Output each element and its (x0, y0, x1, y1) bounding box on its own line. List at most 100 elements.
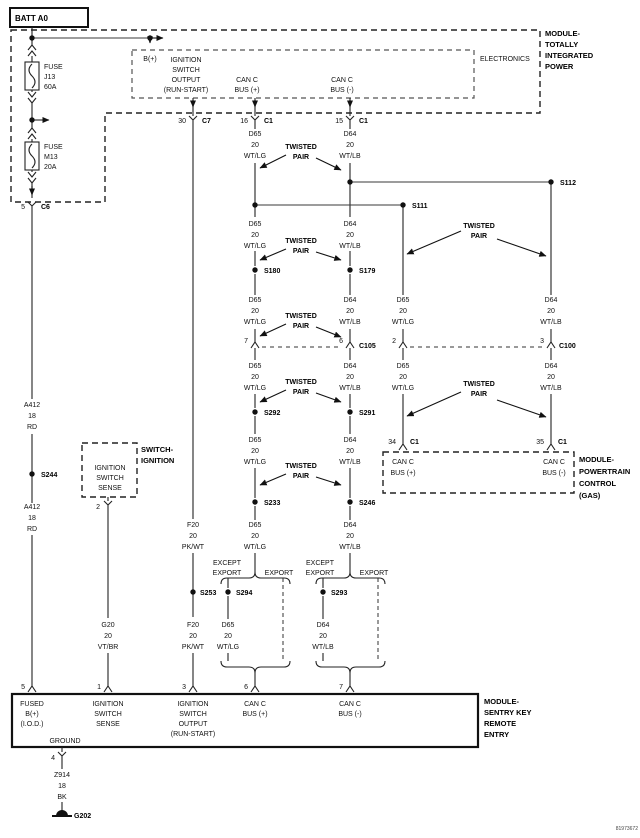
splice-s244-dot (29, 471, 35, 477)
connector-c6-symbol (27, 201, 37, 213)
splice-s233-label: S233 (264, 500, 280, 507)
connector-c1-15-name: C1 (359, 118, 368, 125)
connector-c1-35-symbol (546, 437, 556, 451)
twisted-pair-arrow (259, 248, 287, 261)
diagram-id: 81973672 (616, 826, 638, 832)
skreem-pin1: 1 (97, 684, 101, 691)
splice-s294-dot (225, 589, 231, 595)
ignition-switch-box (81, 442, 138, 498)
twisted-pair-arrow (259, 154, 287, 169)
twisted-pair-arrow (496, 238, 547, 257)
pcm-conn-c1-p: C1 (410, 439, 419, 446)
ground-symbol-icon (56, 810, 68, 816)
connector-c1-15-pin: 15 (335, 118, 343, 125)
connector-c100-pin3: 3 (540, 338, 544, 345)
splice-s111-label: S111 (412, 203, 428, 210)
skreem-module-box (10, 692, 480, 749)
connector-c7-name: C7 (202, 118, 211, 125)
battery-label: BATT A0 (15, 14, 48, 23)
splice-s293-dot (320, 589, 326, 595)
skreem-pin5: 5 (21, 684, 25, 691)
connector-c7-pin: 30 (178, 118, 186, 125)
terminal-chevron-icon (27, 127, 37, 140)
twisted-pair-arrow (496, 399, 547, 418)
twisted-pair-arrow (259, 323, 287, 337)
twisted-pair-arrow (259, 473, 287, 486)
junction-dot (347, 179, 353, 185)
ignition-switch-name: SWITCH-IGNITION (141, 445, 174, 465)
terminal-chevron-icon (27, 171, 37, 184)
connector-c1-16-name: C1 (264, 118, 273, 125)
twisted-pair-arrow (406, 391, 462, 417)
splice-s292-dot (252, 409, 258, 415)
splice-s246-dot (347, 499, 353, 505)
connector-c1-15-symbol (345, 115, 355, 127)
connector-c100-pin3-symbol (546, 341, 556, 349)
skreem-pin4: 4 (51, 755, 55, 762)
connector-c105-name: C105 (359, 343, 376, 350)
connector-skreem-pin7-symbol (345, 679, 355, 693)
fuse-m13-symbol (24, 141, 40, 171)
junction-dot (29, 35, 35, 41)
connector-c105-pin6: 6 (339, 338, 343, 345)
skreem-pin3: 3 (182, 684, 186, 691)
tipm-section-label: ELECTRONICS (480, 56, 530, 63)
splice-s246-label: S246 (359, 500, 375, 507)
connector-c100-pin2-symbol (398, 341, 408, 349)
connector-c105-pin6-symbol (345, 341, 355, 349)
tipm-b-plus-label: B(+) (143, 56, 156, 63)
connector-c1-34-symbol (398, 437, 408, 451)
brace-can-plus-bottom (220, 660, 291, 674)
tipm-module-outline (10, 29, 541, 203)
brace-can-plus-top (220, 571, 291, 585)
twisted-pair-arrow (315, 326, 342, 338)
connector-c105-pin7: 7 (244, 338, 248, 345)
splice-s111-dot (400, 202, 406, 208)
connector-skreem-pin6-symbol (250, 679, 260, 693)
connector-c6-pin: 5 (21, 204, 25, 211)
skreem-pin7: 7 (339, 684, 343, 691)
twisted-pair-arrow (315, 251, 342, 261)
battery-box (9, 7, 89, 28)
export-label: EXPORT (265, 570, 294, 577)
connector-skreem-pin4-symbol (57, 751, 67, 763)
ground-g202-label: G202 (74, 813, 91, 820)
connector-ignition-pin2-symbol (103, 500, 113, 512)
connector-c100-pin2: 2 (392, 338, 396, 345)
brace-can-minus-bottom (315, 660, 386, 674)
fuse-j13-symbol (24, 61, 40, 91)
splice-s233-dot (252, 499, 258, 505)
fuse-m13-element (28, 143, 36, 169)
connector-c100-name: C100 (559, 343, 576, 350)
